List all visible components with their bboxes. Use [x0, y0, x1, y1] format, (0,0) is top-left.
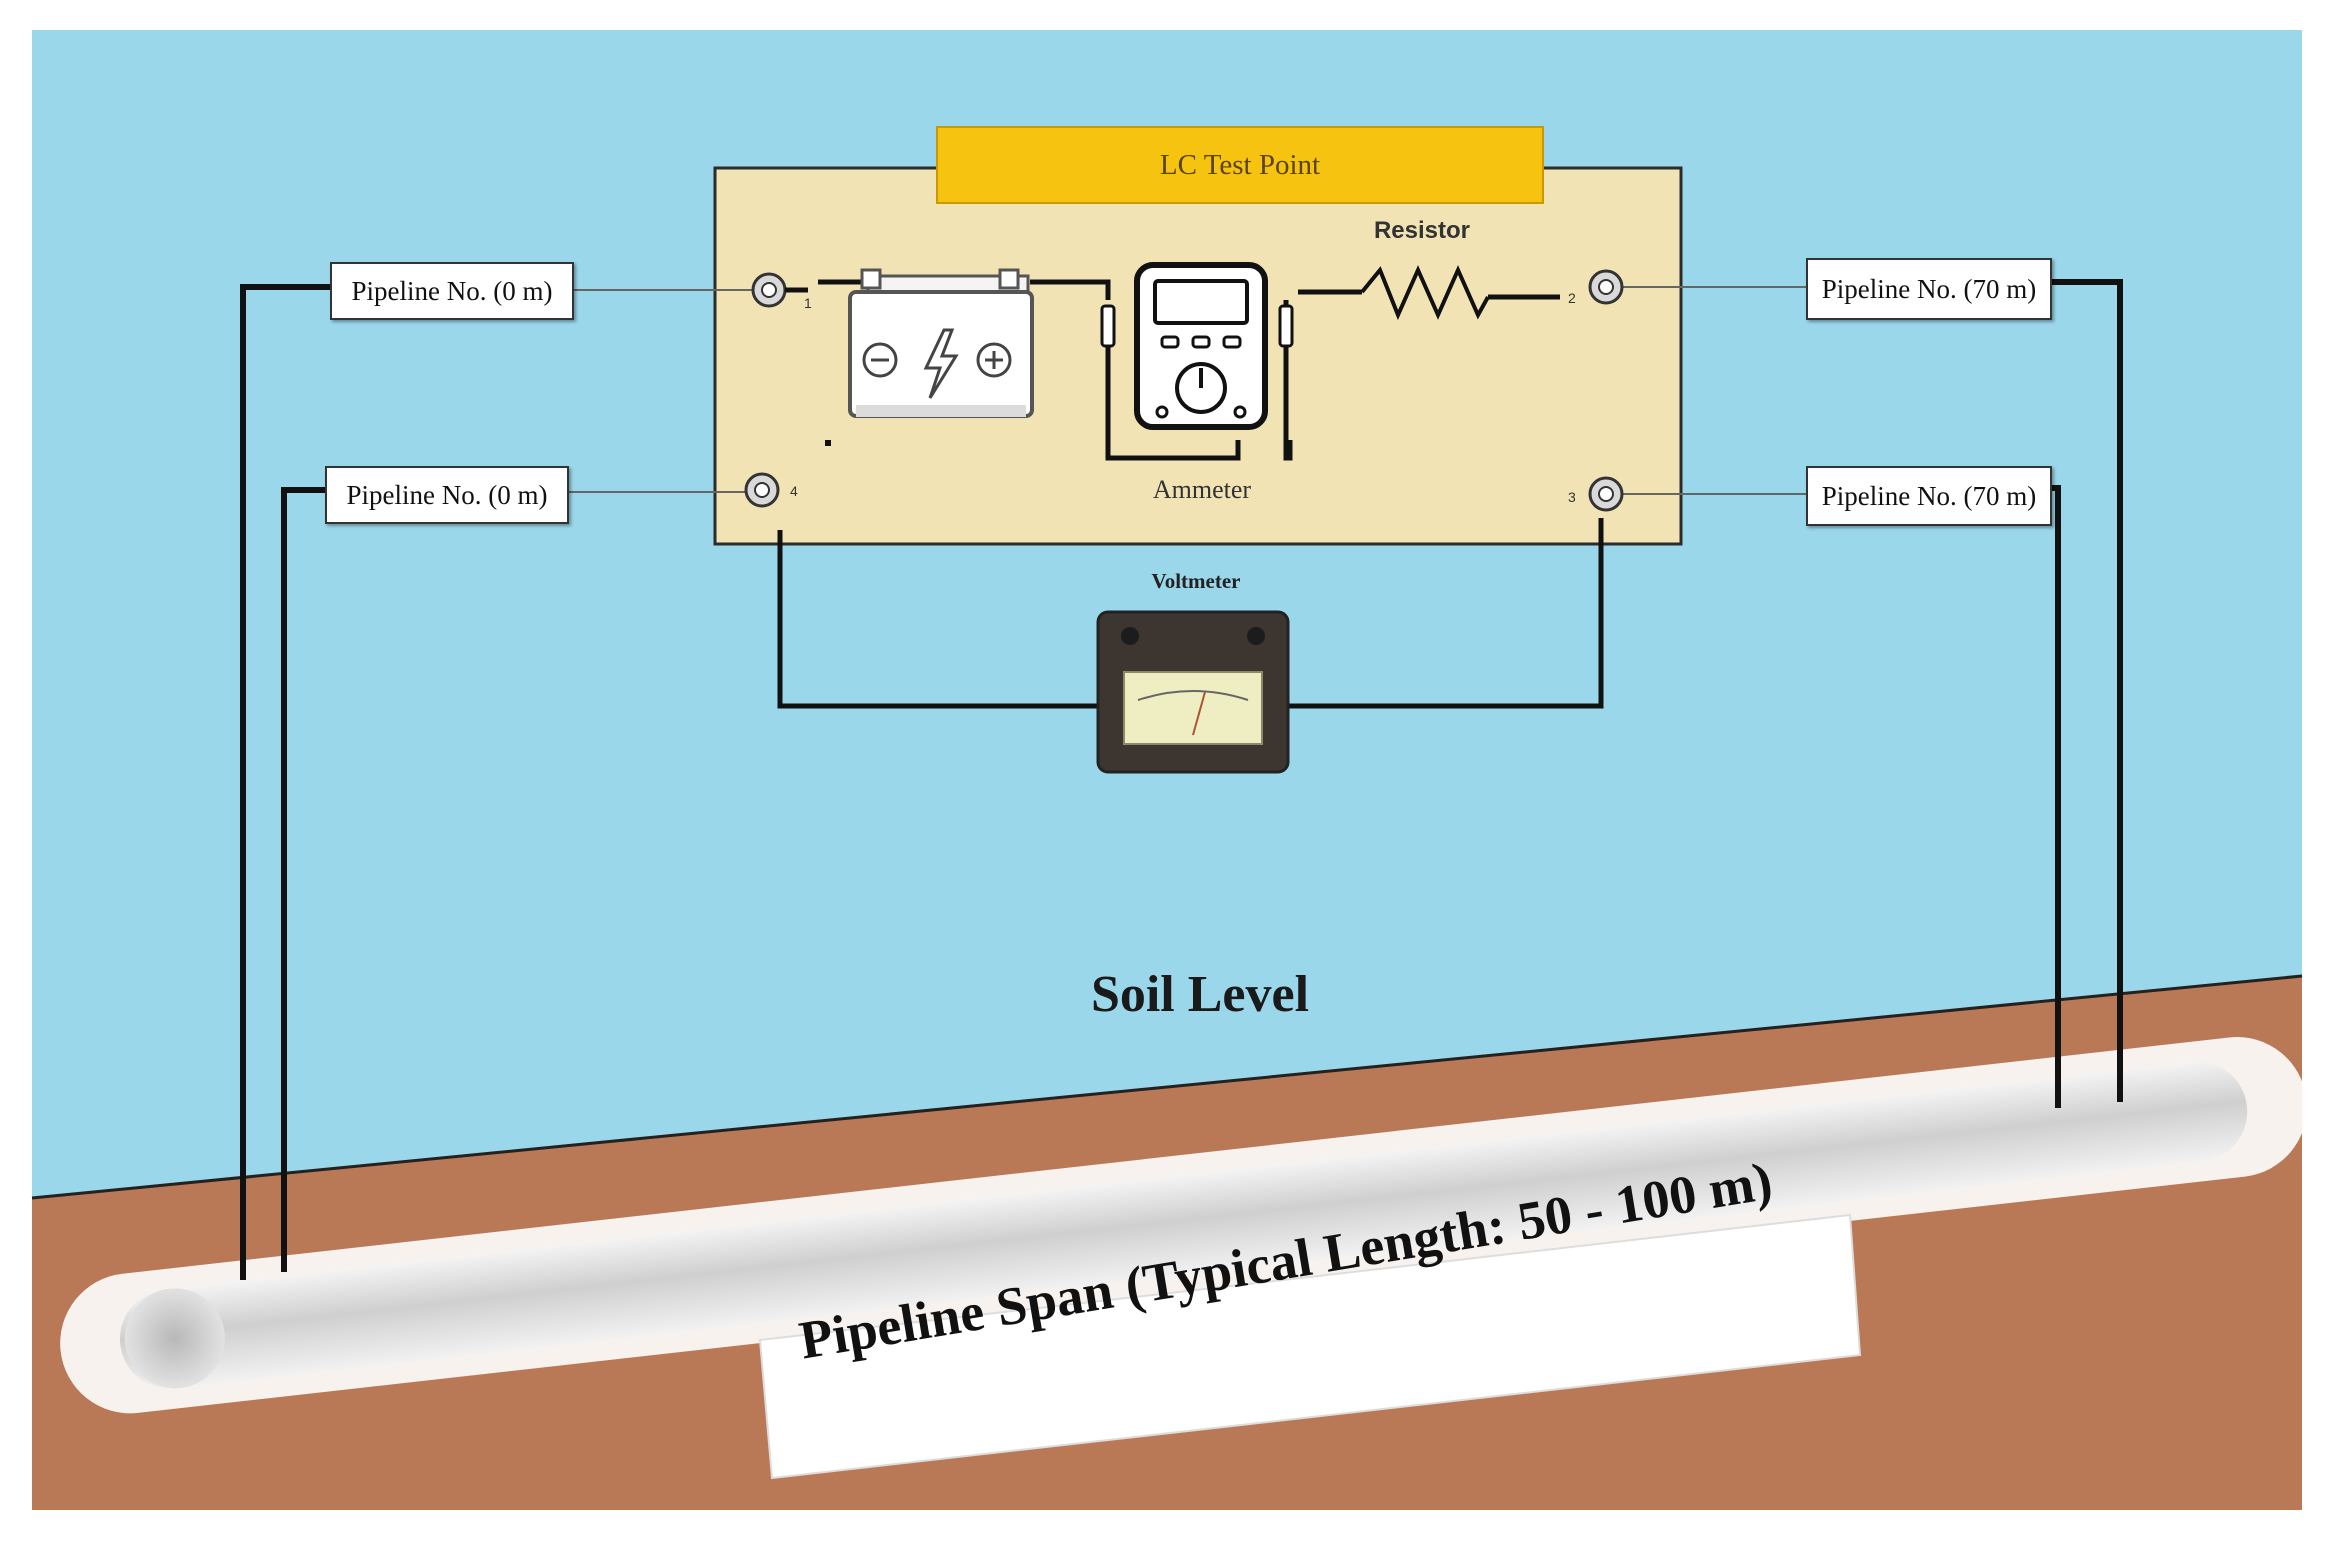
resistor-symbol: [1360, 265, 1490, 321]
pipeline-70m-label-top: Pipeline No. (70 m): [1806, 258, 2052, 320]
label-connectors: [566, 286, 1806, 495]
panel-mark: [825, 440, 831, 446]
ammeter-label: Ammeter: [1153, 475, 1252, 504]
voltmeter-label: Voltmeter: [1151, 569, 1240, 593]
terminal-1-number: 1: [804, 295, 812, 311]
pipeline: [60, 1037, 2307, 1414]
span-label-card: [758, 1213, 1862, 1480]
soil-level-line: [31, 974, 2303, 1200]
voltmeter-icon: [1096, 610, 1290, 774]
battery-icon: [848, 268, 1034, 418]
pipe-end-cap: [124, 1288, 225, 1389]
terminal-1: [751, 272, 787, 308]
wire-terminal-2-to-pipe-70m: [2048, 279, 2123, 1102]
pipeline-0m-label-bottom: Pipeline No. (0 m): [325, 466, 569, 524]
terminal-4: [744, 472, 780, 508]
wire-terminal-4-to-pipe-0m: [281, 487, 325, 1272]
terminal-3: [1588, 476, 1624, 512]
terminal-2-number: 2: [1568, 290, 1576, 306]
terminal-2: [1588, 269, 1624, 305]
pipeline-0m-label-top: Pipeline No. (0 m): [330, 262, 574, 320]
terminal-3-number: 3: [1568, 489, 1576, 505]
resistor-label: Resistor: [1374, 217, 1470, 244]
lightning-bolt-icon: [923, 328, 959, 399]
pipeline-70m-label-bottom: Pipeline No. (70 m): [1806, 466, 2052, 526]
soil-level-label: Soil Level: [1090, 966, 1310, 1023]
wire-terminal-1-to-pipe-0m: [240, 284, 330, 1280]
circuit-wires: [777, 279, 1604, 709]
terminal-4-number: 4: [790, 483, 798, 499]
ammeter-icon: [1100, 262, 1294, 430]
test-point-title: LC Test Point: [936, 126, 1544, 204]
negative-terminal-icon: [862, 342, 898, 378]
positive-terminal-icon: [976, 342, 1012, 378]
